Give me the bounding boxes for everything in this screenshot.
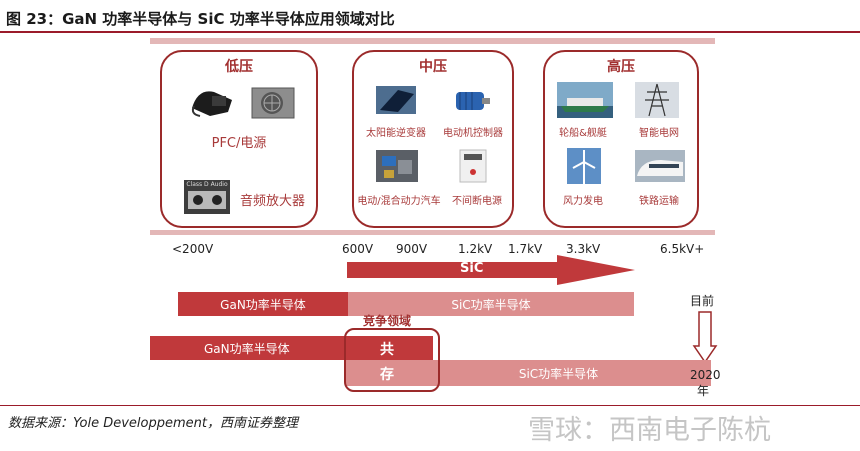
tick-1-7kv: 1.7kV xyxy=(508,242,543,256)
high-voltage-box: 高压 轮船&舰艇 智能电网 风力发电 铁路运输 xyxy=(543,50,699,228)
power-adapter-icon xyxy=(191,91,232,117)
electric-motor-icon xyxy=(456,92,490,110)
time-down-arrow xyxy=(692,311,718,364)
wind-power-caption: 风力发电 xyxy=(563,196,603,207)
coexist-char-2: 存 xyxy=(380,367,394,383)
tick-6-5kv: 6.5kV+ xyxy=(660,242,705,256)
figure-title: 图 23：GaN 功率半导体与 SiC 功率半导体应用领域对比 xyxy=(6,10,395,28)
future-year-unit: 年 xyxy=(697,384,710,398)
tick-1-2kv: 1.2kV xyxy=(458,242,493,256)
low-voltage-box: 低压 PFC/电源 Class D Audio 音频放大器 xyxy=(160,50,318,228)
audio-amplifier-icon: Class D Audio xyxy=(184,180,230,214)
audio-amplifier-label: Class D Audio xyxy=(186,181,228,188)
wind-turbine-icon xyxy=(567,148,601,184)
watermark: 雪球：西南电子陈杭 xyxy=(528,415,771,446)
future-year-label: 2020 xyxy=(690,368,721,382)
current-time-label: 目前 xyxy=(690,294,715,308)
future-gan-bar: GaN功率半导体 xyxy=(150,336,433,360)
ups-icon xyxy=(459,149,487,183)
source-note: 数据来源：Yole Developpement，西南证券整理 xyxy=(8,416,298,431)
pfc-power-caption: PFC/电源 xyxy=(211,136,267,151)
smart-grid-caption: 智能电网 xyxy=(639,128,679,139)
motor-controller-caption: 电动机控制器 xyxy=(443,128,503,139)
coexistence-region xyxy=(344,328,440,392)
railway-caption: 铁路运输 xyxy=(639,196,679,207)
power-supply-icon xyxy=(251,87,295,119)
ships-caption: 轮船&舰艇 xyxy=(559,128,607,139)
medium-voltage-box: 中压 太阳能逆变器 电动机控制器 电动/混合动力汽车 不间断电源 xyxy=(352,50,514,228)
bottom-band xyxy=(150,230,715,235)
high-voltage-label: 高压 xyxy=(607,59,635,75)
future-sic-label: SiC功率半导体 xyxy=(518,366,599,381)
tick-200v: <200V xyxy=(172,242,214,256)
current-sic-bar: SiC功率半导体 xyxy=(348,292,634,316)
tick-3-3kv: 3.3kV xyxy=(566,242,601,256)
ups-caption: 不间断电源 xyxy=(452,196,502,207)
coexist-char-1: 共 xyxy=(380,342,394,358)
ev-engine-icon xyxy=(376,150,418,182)
title-rule xyxy=(0,31,860,33)
future-sic-bar: SiC功率半导体 xyxy=(346,360,711,386)
ev-hybrid-caption: 电动/混合动力汽车 xyxy=(357,196,441,207)
tick-600v: 600V xyxy=(342,242,374,256)
current-gan-bar: GaN功率半导体 xyxy=(178,292,348,316)
ship-icon xyxy=(557,82,613,118)
tick-900v: 900V xyxy=(396,242,428,256)
solar-panel-icon xyxy=(376,86,416,114)
future-gan-label: GaN功率半导体 xyxy=(204,341,290,356)
footer-rule xyxy=(0,405,860,406)
power-grid-icon xyxy=(635,82,679,118)
train-icon xyxy=(635,150,685,182)
audio-amplifier-caption: 音频放大器 xyxy=(240,194,306,209)
competition-label: 竞争领域 xyxy=(363,314,412,328)
top-band xyxy=(150,38,715,44)
low-voltage-label: 低压 xyxy=(225,59,253,75)
medium-voltage-label: 中压 xyxy=(419,59,447,75)
sic-arrow-label: SiC xyxy=(460,261,484,276)
sic-range-arrow xyxy=(347,255,635,285)
solar-inverter-caption: 太阳能逆变器 xyxy=(366,128,426,139)
